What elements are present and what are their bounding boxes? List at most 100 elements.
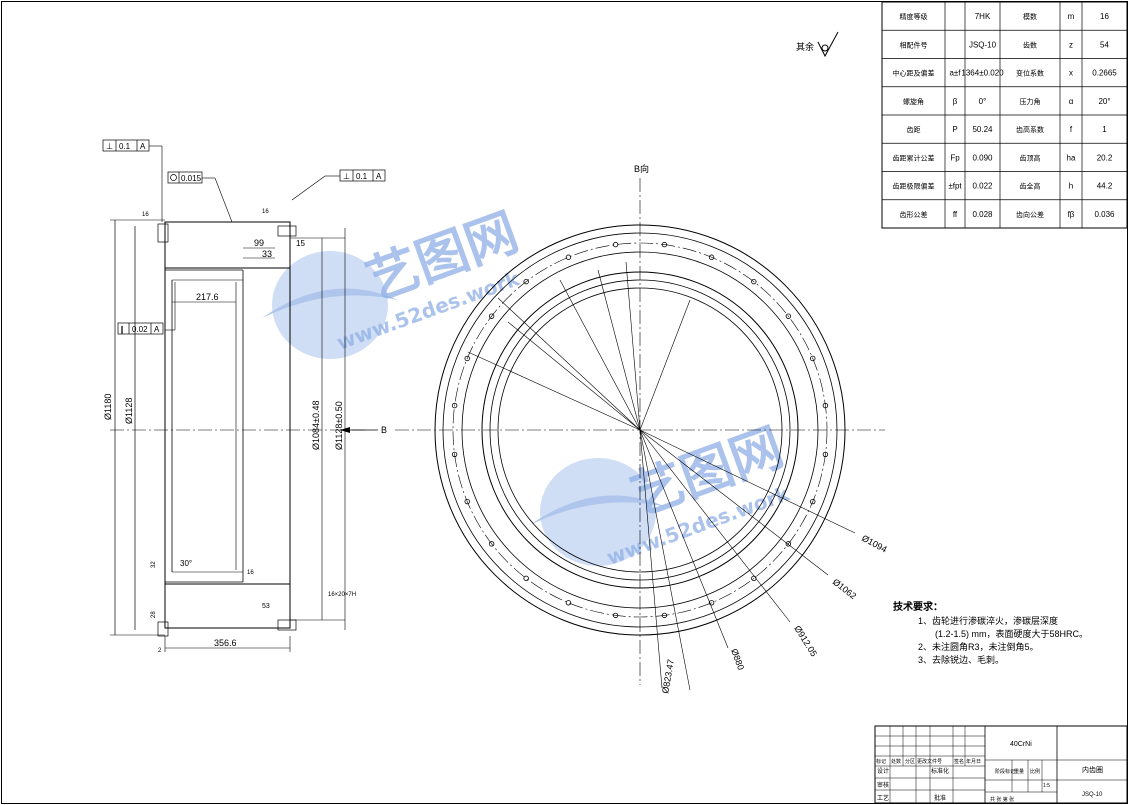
leader-lines: [467, 261, 856, 691]
svg-text:0.02: 0.02: [132, 325, 148, 334]
svg-text:0.1: 0.1: [119, 142, 131, 151]
svg-text:共 张 第 张: 共 张 第 张: [990, 796, 1014, 803]
svg-text:0.015: 0.015: [181, 174, 202, 183]
part-name: 内齿圈: [1082, 765, 1103, 774]
dim-r16b: 16: [262, 209, 269, 215]
svg-text:重量: 重量: [1014, 768, 1024, 775]
leader-line: [559, 279, 641, 431]
param-label-3: 螺旋角: [903, 97, 924, 106]
bolt-hole: [464, 498, 470, 505]
param-label-5: 齿距累计公差: [893, 153, 935, 162]
leader-line: [639, 299, 691, 431]
dim-99: 99: [254, 238, 264, 248]
svg-text:批准: 批准: [934, 794, 946, 802]
svg-text:0.1: 0.1: [356, 172, 368, 181]
param-label2-7: 齿向公差: [1016, 210, 1044, 219]
bolt-hole: [708, 254, 715, 260]
dim-r16c: 16: [247, 570, 254, 576]
svg-text:年月日: 年月日: [966, 758, 981, 765]
param-label2-2: 变位系数: [1016, 69, 1044, 78]
param-val-5: 0.090: [972, 153, 993, 162]
param-sym-2: a±f: [949, 69, 961, 78]
view-arrow-b: B: [381, 425, 387, 435]
dim-chamfer: 16×20×7H: [328, 592, 356, 598]
dim-53: 53: [262, 603, 270, 610]
tech-note-2: 2、未注圆角R3，未注倒角5。: [918, 641, 1039, 652]
param-label2-5: 齿顶高: [1020, 153, 1041, 162]
dim-d823: Ø823.47: [660, 659, 676, 695]
drawing-number: JSQ-10: [1082, 792, 1103, 798]
param-val2-4: 1: [1102, 125, 1107, 134]
param-sym2-5: ha: [1067, 153, 1076, 162]
tolerance-circ-runout: 0.015: [167, 171, 233, 223]
param-val-4: 50.24: [972, 125, 993, 134]
param-val-7: 0.028: [972, 210, 993, 219]
param-label-0: 精度等级: [900, 12, 928, 21]
bolt-holes: [451, 241, 829, 619]
param-label2-6: 齿全高: [1020, 182, 1041, 191]
param-val-3: 0°: [979, 97, 987, 106]
tolerance-parallel: ∥ 0.02 A: [117, 322, 164, 335]
param-val2-2: 0.2665: [1092, 69, 1117, 78]
watermark-globe-icon-2: [530, 458, 666, 566]
dim-d-1084: Ø1084±0.48: [311, 401, 321, 450]
dim-356: 356.6: [214, 638, 237, 648]
leader-line: [507, 321, 641, 431]
param-sym2-4: f: [1070, 125, 1073, 134]
param-val2-7: 0.036: [1094, 210, 1115, 219]
dim-d912: Ø912.05: [792, 624, 819, 659]
tech-note-1b: (1.2-1.5) mm，表面硬度大于58HRC。: [935, 628, 1088, 639]
param-sym2-2: x: [1069, 69, 1073, 78]
param-val-0: 7HK: [975, 12, 991, 21]
leader-line: [639, 429, 729, 649]
bolt-hole: [488, 541, 495, 547]
param-val2-1: 54: [1100, 40, 1109, 49]
leader-line: [639, 429, 856, 534]
param-label-2: 中心距及偏差: [893, 69, 935, 78]
param-sym-7: ff: [953, 210, 958, 219]
param-label2-3: 压力角: [1020, 97, 1041, 106]
bolt-hole: [612, 612, 619, 619]
svg-text:签名: 签名: [954, 758, 964, 765]
bolt-hole: [565, 600, 572, 606]
bolt-hole: [612, 241, 619, 248]
dim-33: 33: [262, 249, 272, 259]
view-label-b: B向: [634, 163, 649, 174]
param-sym2-3: α: [1069, 97, 1074, 106]
bolt-hole: [785, 313, 792, 319]
param-sym2-0: m: [1068, 12, 1075, 21]
leader-line: [639, 429, 829, 576]
dim-r16: 16: [142, 212, 149, 218]
param-val-1: JSQ-10: [969, 40, 997, 49]
roughness-symbol-icon: [817, 31, 839, 58]
svg-text:设计: 设计: [877, 767, 889, 775]
dim-d-outer: Ø1180: [103, 394, 113, 420]
param-val2-3: 20°: [1098, 97, 1110, 106]
leader-line: [639, 429, 791, 623]
bolt-hole: [565, 254, 572, 260]
param-sym2-7: fβ: [1068, 210, 1075, 219]
param-label2-1: 齿数: [1023, 40, 1037, 49]
svg-text:A: A: [376, 172, 382, 181]
param-sym-3: β: [953, 97, 958, 106]
dim-d1094: Ø1094: [860, 533, 889, 555]
surface-note-label: 其余: [796, 41, 814, 52]
bolt-hole: [661, 241, 668, 248]
svg-text:1:5: 1:5: [1043, 783, 1050, 789]
dim-15: 15: [296, 239, 305, 248]
leader-line: [625, 261, 641, 431]
svg-text:阶段标记: 阶段标记: [995, 768, 1015, 775]
arrow-icon: [340, 427, 350, 433]
param-val-6: 0.022: [972, 182, 993, 191]
param-label-6: 齿距极限偏差: [893, 182, 935, 191]
dim-d1062: Ø1062: [831, 577, 858, 602]
bolt-hole: [785, 541, 792, 547]
svg-text:A: A: [140, 142, 146, 151]
svg-text:标记: 标记: [876, 758, 886, 765]
tolerance-perp-right: ⊥ 0.1 A: [291, 169, 386, 201]
param-sym-5: Fp: [950, 153, 960, 162]
bolt-hole: [810, 498, 816, 505]
dim-32: 32: [151, 561, 157, 568]
